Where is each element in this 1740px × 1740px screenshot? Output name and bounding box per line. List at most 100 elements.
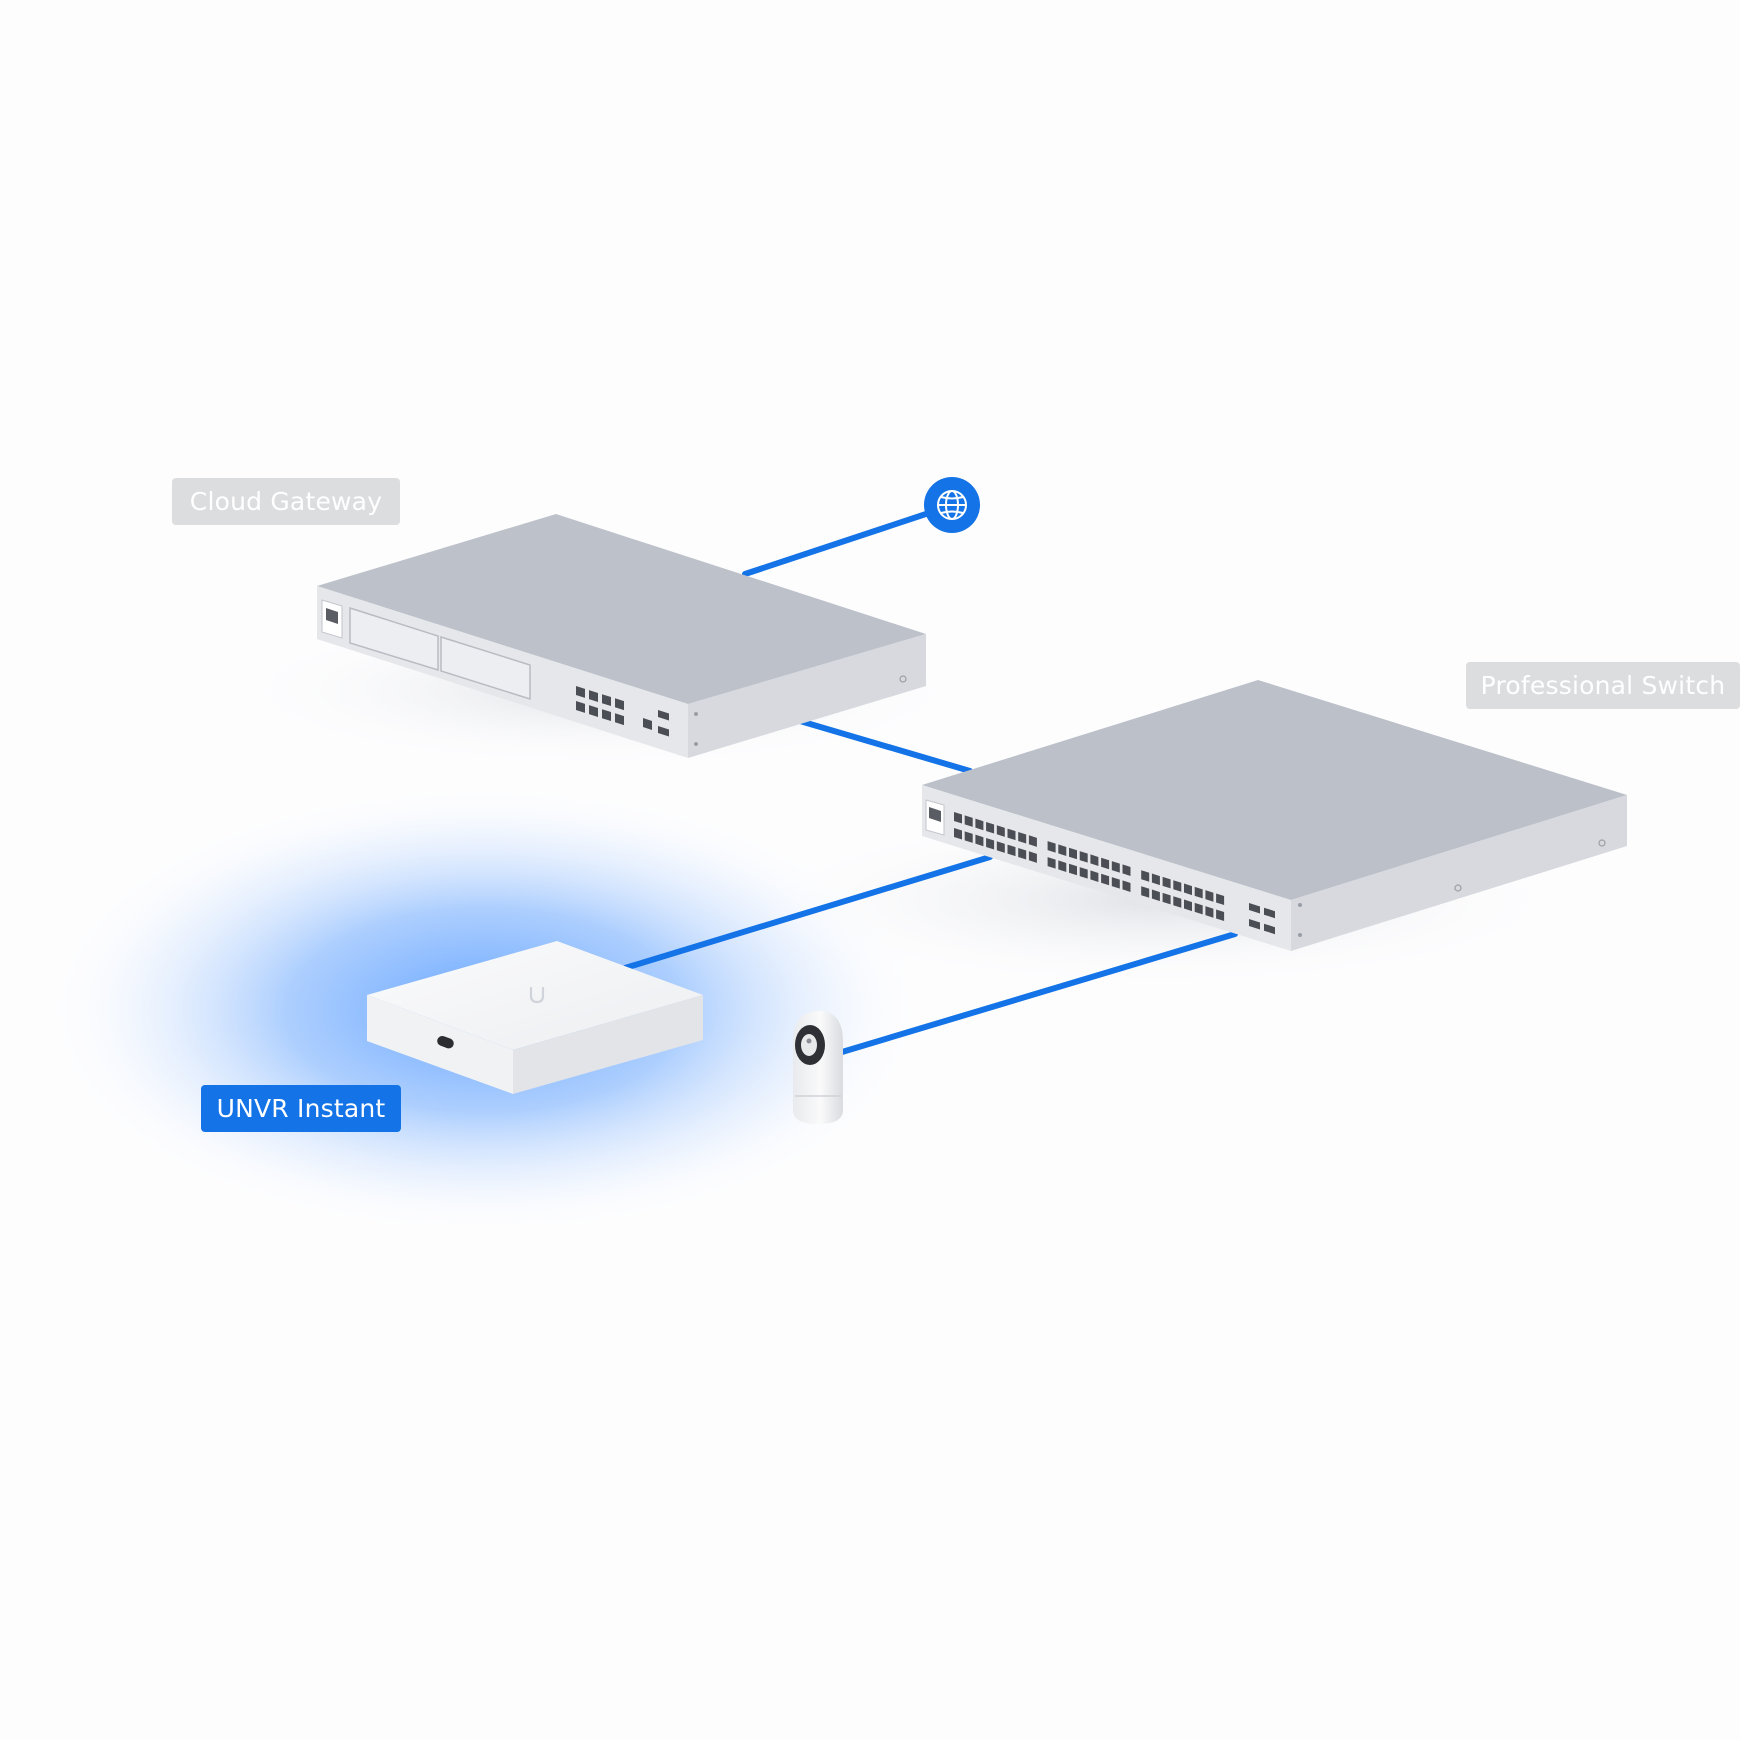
gateway-ethernet-port <box>602 694 611 707</box>
switch-ethernet-port <box>1194 902 1203 915</box>
switch-sfp-port <box>1249 903 1260 914</box>
switch-ethernet-port <box>1205 906 1214 918</box>
switch-ethernet-port <box>1111 877 1120 889</box>
gateway-wan-port <box>643 718 652 730</box>
gateway-sfp-port <box>658 726 669 737</box>
gateway-drive-bay-1 <box>349 606 439 672</box>
switch-sfp-port <box>1249 919 1260 930</box>
link-gateway-switch <box>797 718 973 774</box>
switch-ethernet-port <box>1090 854 1099 866</box>
switch-screw-2 <box>1298 933 1302 937</box>
switch-ethernet-port <box>986 821 995 834</box>
switch-led-2 <box>1598 839 1606 847</box>
switch-ethernet-port <box>986 837 995 850</box>
switch-ethernet-port <box>1122 864 1131 876</box>
switch-ethernet-port <box>1122 880 1131 892</box>
unvr-instant-label: UNVR Instant <box>201 1085 401 1132</box>
switch-ethernet-port <box>1069 847 1077 860</box>
switch-ethernet-port <box>1194 886 1203 899</box>
switch-ethernet-port <box>1007 828 1016 841</box>
switch-ethernet-port <box>1047 841 1056 853</box>
cloud-gateway-label: Cloud Gateway <box>172 478 400 525</box>
switch-ethernet-port <box>954 812 962 824</box>
switch-ethernet-port <box>1173 880 1182 892</box>
camera-sensor <box>806 1038 812 1044</box>
switch-ethernet-port <box>1018 831 1027 844</box>
switch-ethernet-port <box>1184 883 1192 896</box>
switch-ethernet-port <box>1141 870 1150 882</box>
unvr-side-face <box>513 995 703 1094</box>
switch-ethernet-port <box>1162 876 1171 889</box>
professional-switch-label: Professional Switch <box>1466 662 1740 709</box>
switch-ethernet-port <box>1047 857 1056 869</box>
switch-ethernet-port <box>996 825 1005 837</box>
gateway-screw-2 <box>694 742 698 746</box>
switch-ethernet-port <box>1162 892 1171 905</box>
switch-sfp-port <box>1264 923 1275 935</box>
unvr-instant-device <box>367 941 703 1094</box>
gateway-sfp-port <box>658 710 669 721</box>
switch-ethernet-port <box>1151 873 1160 886</box>
switch-ethernet-port <box>1101 873 1110 886</box>
switch-ethernet-port <box>954 828 962 840</box>
gateway-display-screen <box>326 608 338 624</box>
switch-led-1 <box>1454 884 1462 892</box>
switch-ethernet-port <box>1058 860 1067 872</box>
switch-ethernet-port <box>1216 893 1225 906</box>
gateway-ethernet-port <box>589 690 598 702</box>
gateway-ethernet-port <box>615 698 624 711</box>
switch-ethernet-port <box>1151 889 1160 902</box>
gateway-ethernet-port <box>589 705 598 717</box>
gateway-ethernet-port <box>576 701 585 713</box>
switch-ethernet-port <box>975 834 984 847</box>
switch-ethernet-port <box>1184 899 1192 912</box>
switch-ethernet-port <box>1007 844 1016 857</box>
gateway-led <box>899 675 907 683</box>
switch-ethernet-port <box>1079 867 1088 879</box>
camera-lens <box>801 1034 817 1056</box>
switch-ethernet-port <box>1069 863 1077 876</box>
switch-ethernet-port <box>1028 851 1037 863</box>
switch-ethernet-port <box>1141 886 1150 898</box>
switch-ethernet-port <box>1018 847 1027 860</box>
switch-ethernet-port <box>1101 857 1110 870</box>
gateway-ethernet-port <box>615 713 624 726</box>
switch-top-face <box>922 680 1627 900</box>
gateway-port-grid <box>576 686 624 726</box>
switch-ethernet-port <box>1173 896 1182 908</box>
link-internet-gateway <box>742 503 953 577</box>
switch-side-face <box>1291 795 1627 951</box>
switch-ethernet-port <box>996 841 1005 853</box>
gateway-top-face <box>317 514 926 704</box>
switch-ethernet-port <box>964 831 973 843</box>
professional-switch-device <box>922 680 1627 951</box>
gateway-side-face <box>688 634 926 758</box>
link-switch-unvr <box>622 854 993 971</box>
cloud-gateway-device <box>317 514 926 758</box>
switch-sfp-ports <box>1249 903 1275 935</box>
switch-ethernet-port <box>1090 870 1099 882</box>
switch-ethernet-port <box>1216 909 1225 922</box>
ubiquiti-u-logo-icon <box>529 986 545 1004</box>
link-switch-camera <box>839 931 1238 1055</box>
connection-links <box>622 503 1238 1055</box>
switch-ethernet-port <box>1111 861 1120 873</box>
switch-ethernet-port <box>975 818 984 831</box>
gateway-screw-1 <box>694 712 698 716</box>
usb-c-port-icon <box>437 1035 454 1049</box>
switch-ethernet-port <box>1058 844 1067 856</box>
gateway-sfp-ports <box>658 710 669 737</box>
gateway-ethernet-port <box>602 709 611 722</box>
camera-body <box>793 1011 843 1124</box>
switch-sfp-port <box>1264 907 1275 919</box>
switch-screw-1 <box>1298 903 1302 907</box>
gateway-drive-bay-2 <box>440 635 531 701</box>
switch-ethernet-port <box>1205 890 1214 902</box>
switch-port-grid <box>954 812 1225 922</box>
internet-node <box>924 477 980 533</box>
camera-device <box>793 1011 843 1124</box>
switch-display-screen <box>929 807 941 822</box>
unvr-top-face <box>367 941 703 1050</box>
